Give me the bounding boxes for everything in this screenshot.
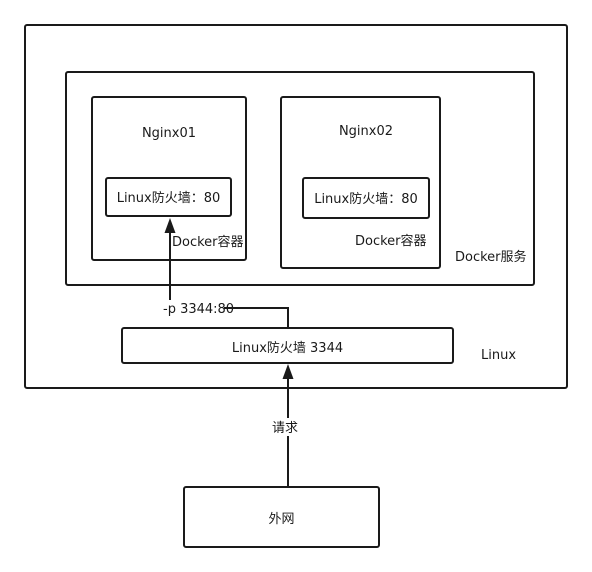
container-2-label: Docker容器 <box>355 233 427 249</box>
external-network-label: 外网 <box>268 512 294 527</box>
request-label-bg <box>270 418 300 436</box>
container-2-firewall-label: Linux防火墙：80 <box>314 191 418 207</box>
host-firewall-label: Linux防火墙 3344 <box>232 340 343 356</box>
linux-host-label: Linux <box>481 348 516 363</box>
container-2-firewall-box <box>302 177 430 219</box>
port-mapping-connector <box>169 232 289 328</box>
request-label: 请求 <box>272 421 298 436</box>
docker-service-label: Docker服务 <box>455 249 527 265</box>
container-1-firewall-label: Linux防火墙：80 <box>117 190 221 206</box>
container-1-title: Nginx01 <box>142 126 196 141</box>
external-network-box <box>183 486 380 548</box>
port-mapping-label-bg <box>162 300 224 316</box>
container-1-firewall-box <box>105 177 232 217</box>
container-1-label: Docker容器 <box>172 234 244 250</box>
port-mapping-arrowhead <box>164 218 176 233</box>
request-arrowhead <box>282 364 294 379</box>
port-mapping-label: -p 3344:80 <box>163 302 234 317</box>
container-2-title: Nginx02 <box>339 124 393 139</box>
